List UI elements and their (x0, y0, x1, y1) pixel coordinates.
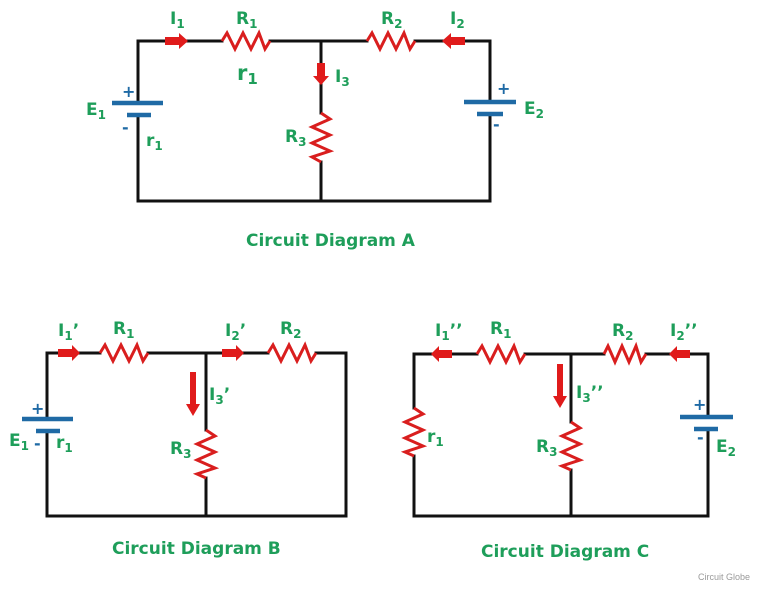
label-r1: R1 (490, 319, 511, 341)
resistor-r2 (365, 29, 417, 53)
label-e1: E1 (86, 100, 106, 122)
title-circuit-b: Circuit Diagram B (112, 539, 281, 559)
label-i2-double-prime: I2’’ (670, 321, 698, 343)
battery-e2 (464, 99, 516, 117)
watermark: Circuit Globe (698, 572, 750, 582)
current-arrow-i3 (553, 364, 567, 408)
label-i3-prime: I3’ (209, 385, 230, 407)
current-arrow-i3 (186, 372, 200, 416)
battery-e1 (22, 416, 73, 434)
label-e1: E1 (9, 431, 29, 453)
current-arrow-i2 (669, 346, 690, 362)
e1-plus-sign: + (122, 82, 135, 101)
circuit-diagram-c: I1’’ R1 R2 I2’’ I3’’ r1 R3 E2 + - Circui… (400, 319, 736, 562)
label-r2: R2 (280, 319, 301, 341)
label-r1: R1 (236, 9, 257, 31)
resistor-r2 (266, 341, 318, 365)
label-r1: R1 (113, 319, 134, 341)
e2-minus-sign: - (493, 115, 500, 134)
label-i1: I1 (170, 9, 185, 31)
label-r1-internal: r1 (427, 427, 444, 449)
e1-minus-sign: - (122, 118, 129, 137)
resistor-r3 (557, 420, 585, 472)
label-i2: I2 (450, 9, 465, 31)
title-circuit-c: Circuit Diagram C (481, 542, 649, 562)
label-i1-prime: I1’ (58, 321, 79, 343)
title-circuit-a: Circuit Diagram A (246, 231, 416, 251)
resistor-r1 (475, 342, 527, 366)
battery-e2 (680, 414, 733, 432)
circuit-diagram-a: I1 R1 r1 I3 R2 I2 E1 r1 R3 E2 + - + - Ci… (86, 9, 544, 251)
e2-plus-sign: + (693, 395, 706, 414)
e1-plus-sign: + (31, 399, 44, 418)
battery-e1 (112, 100, 163, 118)
e1-minus-sign: - (34, 434, 41, 453)
wire (45, 351, 348, 518)
label-i2-prime: I2’ (225, 321, 246, 343)
resistor-r1 (220, 29, 272, 53)
resistor-r2 (602, 341, 648, 366)
label-i3: I3 (335, 67, 350, 89)
label-e2: E2 (716, 437, 736, 459)
current-arrow-i1 (165, 33, 188, 49)
label-r1-internal: r1 (146, 131, 163, 153)
label-r1-internal: r1 (56, 433, 73, 455)
label-r2: R2 (381, 9, 402, 31)
label-i3-double-prime: I3’’ (576, 383, 604, 405)
resistor-r3 (308, 111, 335, 164)
label-r3: R3 (536, 437, 557, 459)
current-arrow-i1 (431, 346, 452, 362)
label-r2: R2 (612, 321, 633, 343)
label-r1-internal-below: r1 (237, 61, 258, 88)
label-e2: E2 (524, 99, 544, 121)
resistor-r1-internal (400, 406, 428, 458)
resistor-r1 (98, 341, 150, 365)
wire (136, 39, 492, 203)
circuit-diagram-b: I1’ R1 I2’ R2 I3’ R3 E1 r1 + - Circuit D… (9, 319, 348, 559)
label-i1-double-prime: I1’’ (435, 321, 463, 343)
current-arrow-i2 (442, 33, 465, 49)
current-arrow-i1 (58, 345, 80, 361)
current-arrow-i2 (222, 345, 244, 361)
current-arrow-i3 (313, 63, 329, 85)
e2-plus-sign: + (497, 79, 510, 98)
resistor-r3 (192, 428, 220, 480)
label-r3: R3 (285, 127, 306, 149)
label-r3: R3 (170, 439, 191, 461)
e2-minus-sign: - (697, 428, 704, 447)
